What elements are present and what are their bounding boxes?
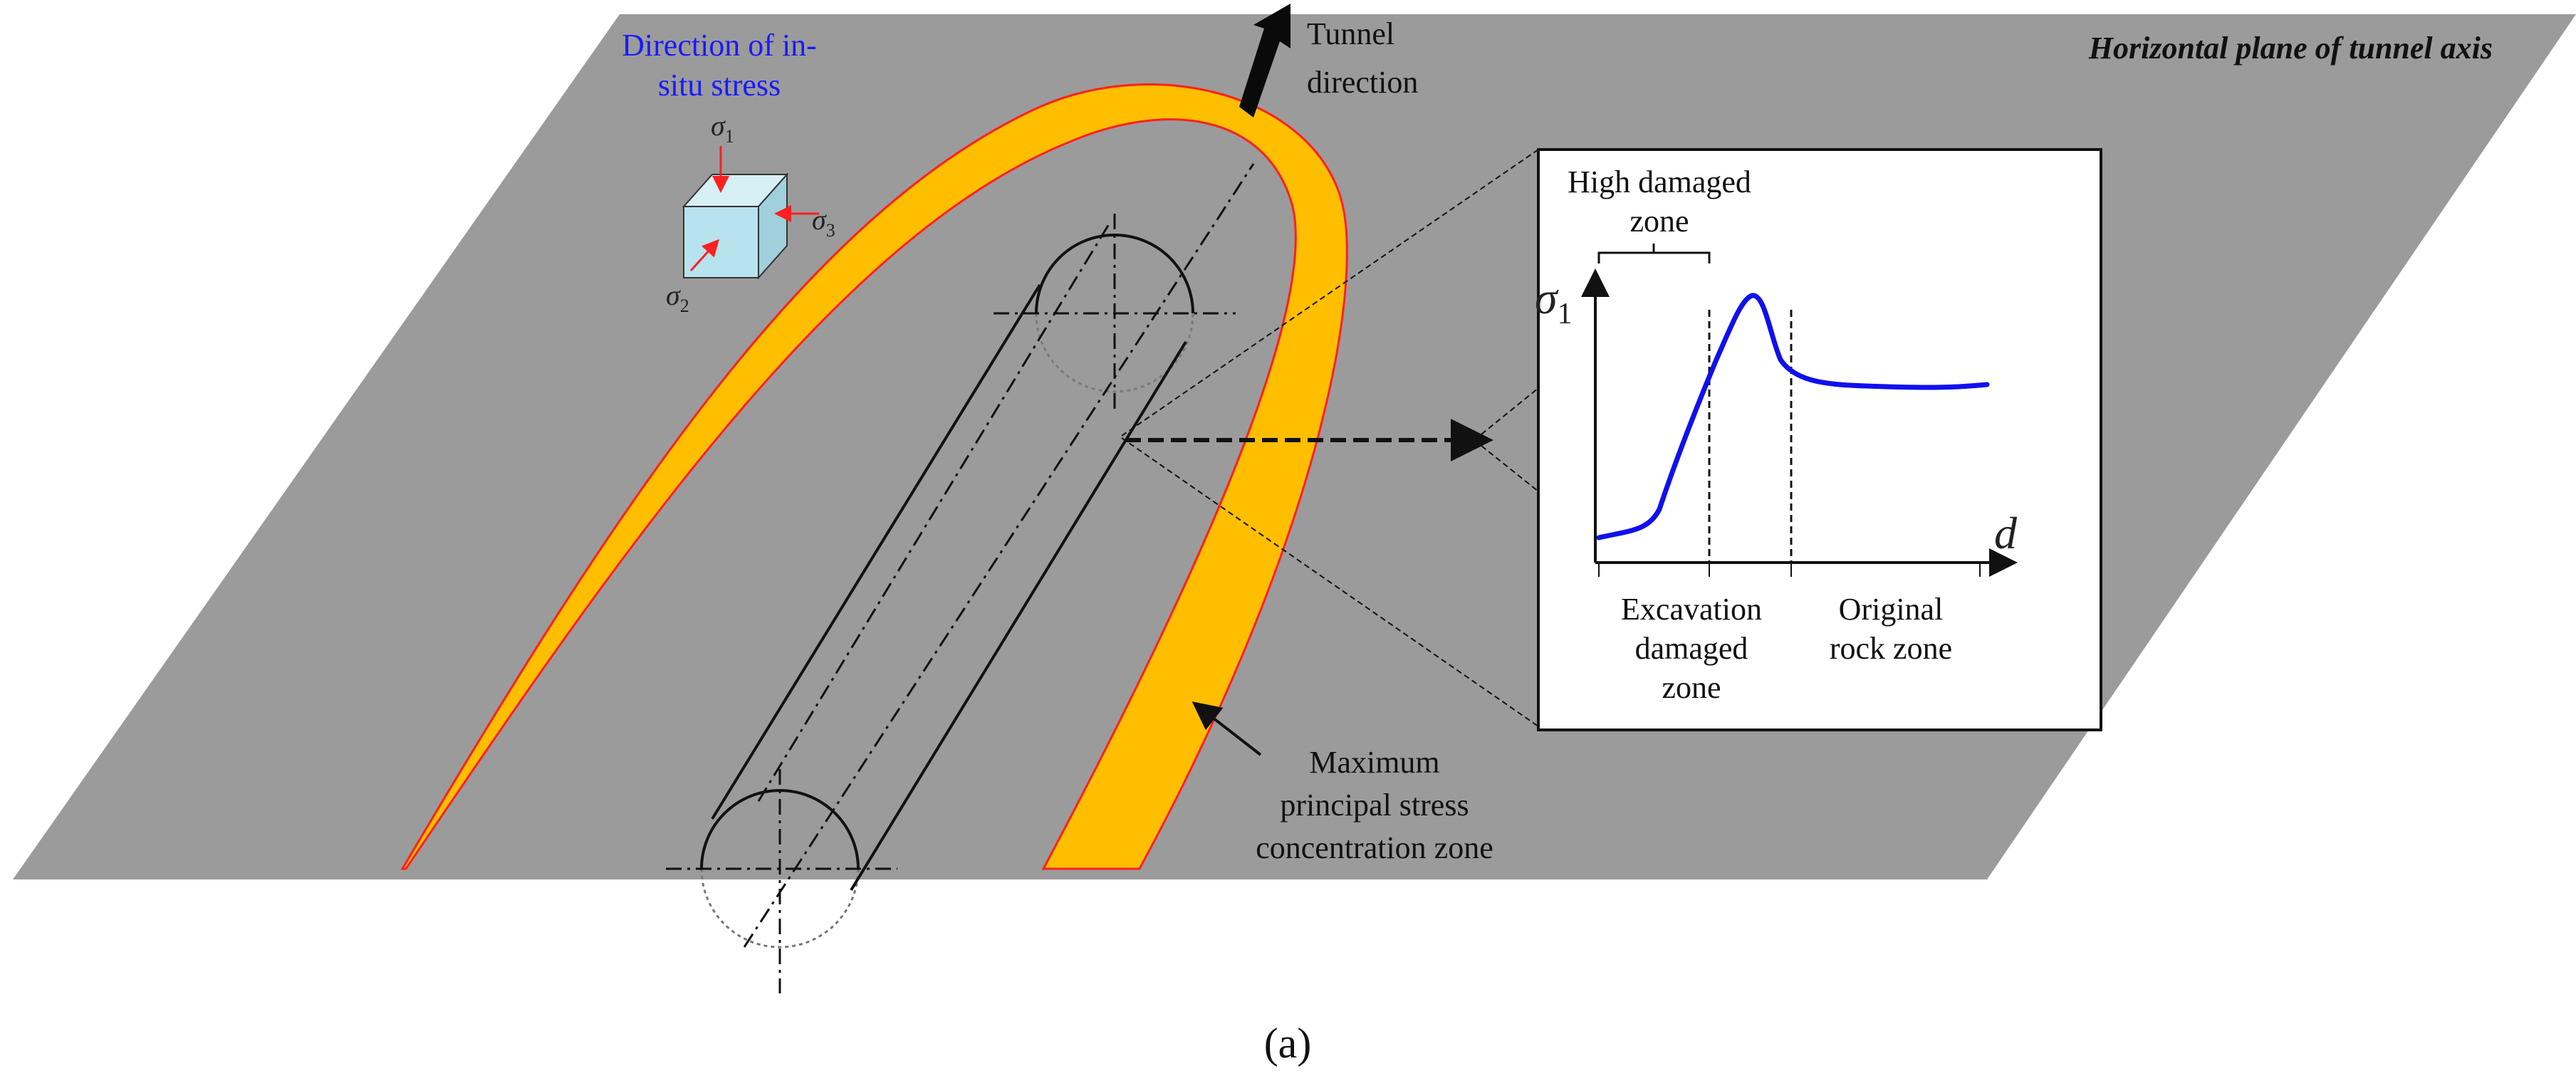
concentration-zone-band <box>400 83 1348 870</box>
inset-bracket-top <box>1474 387 1539 441</box>
sigma3-symbol: σ <box>812 204 827 236</box>
sigma2-arrow <box>689 239 720 272</box>
tunnel-axis-offset <box>757 220 1112 802</box>
plane-title: Horizontal plane of tunnel axis <box>2088 31 2493 66</box>
zone-label-line2: principal stress <box>1280 788 1469 822</box>
y-axis-symbol: σ1 <box>1535 273 1573 330</box>
excavation-label-line2: damaged <box>1635 631 1748 666</box>
tunnel-wall-left <box>711 283 1041 820</box>
stress-legend-title-line1: Direction of in- <box>622 28 817 63</box>
high-damaged-bracket <box>1597 244 1711 263</box>
high-damaged-label-line2: zone <box>1629 204 1689 239</box>
tunnel-direction-line1: Tunnel <box>1307 16 1394 51</box>
original-label-line2: rock zone <box>1830 631 1952 666</box>
sigma2-subscript: 2 <box>680 296 689 316</box>
sigma1-subscript: 1 <box>725 126 734 147</box>
sigma3-label: σ3 <box>812 204 835 241</box>
inset-leader-top <box>1121 149 1539 437</box>
zone-label-line1: Maximum <box>1309 745 1439 780</box>
inset-bracket-bottom <box>1474 439 1539 492</box>
tunnel-direction-line2: direction <box>1307 65 1418 100</box>
sigma1-symbol: σ <box>711 110 726 142</box>
stress-cube <box>682 146 819 280</box>
zone-label-line3: concentration zone <box>1256 830 1493 865</box>
stress-legend-title-line2: situ stress <box>658 68 781 103</box>
stress-curve <box>1596 293 1990 540</box>
tunnel-wall-right <box>850 340 1187 892</box>
y-axis-subscript: 1 <box>1558 298 1573 330</box>
y-axis-sigma: σ <box>1535 273 1559 323</box>
stress-profile-inset: High damaged zone σ1 d Excavation damage… <box>1535 148 2102 731</box>
cube-front <box>683 206 759 278</box>
x-axis-symbol: d <box>1994 508 2018 558</box>
tunnel-far-circle-hidden <box>1035 313 1194 393</box>
tunnel-cylinder <box>666 163 1255 993</box>
zone-pointer-arrow <box>1191 701 1262 756</box>
sigma2-symbol: σ <box>666 279 681 311</box>
sigma2-label: σ2 <box>666 279 689 316</box>
inset-frame <box>1537 148 2102 731</box>
tunnel-end-circle-hidden <box>700 868 860 949</box>
excavation-label-line3: zone <box>1662 670 1721 705</box>
original-label-line1: Original <box>1839 592 1944 627</box>
tunnel-axis <box>743 163 1255 948</box>
high-damaged-label-line1: High damaged <box>1568 164 1751 199</box>
excavation-label-line1: Excavation <box>1621 592 1762 627</box>
tunnel-direction-arrow <box>1239 4 1290 117</box>
inset-leader-bottom <box>1121 437 1539 727</box>
sigma1-label: σ1 <box>711 110 734 147</box>
sigma3-subscript: 3 <box>826 220 835 241</box>
figure-caption: (a) <box>1264 1020 1312 1067</box>
